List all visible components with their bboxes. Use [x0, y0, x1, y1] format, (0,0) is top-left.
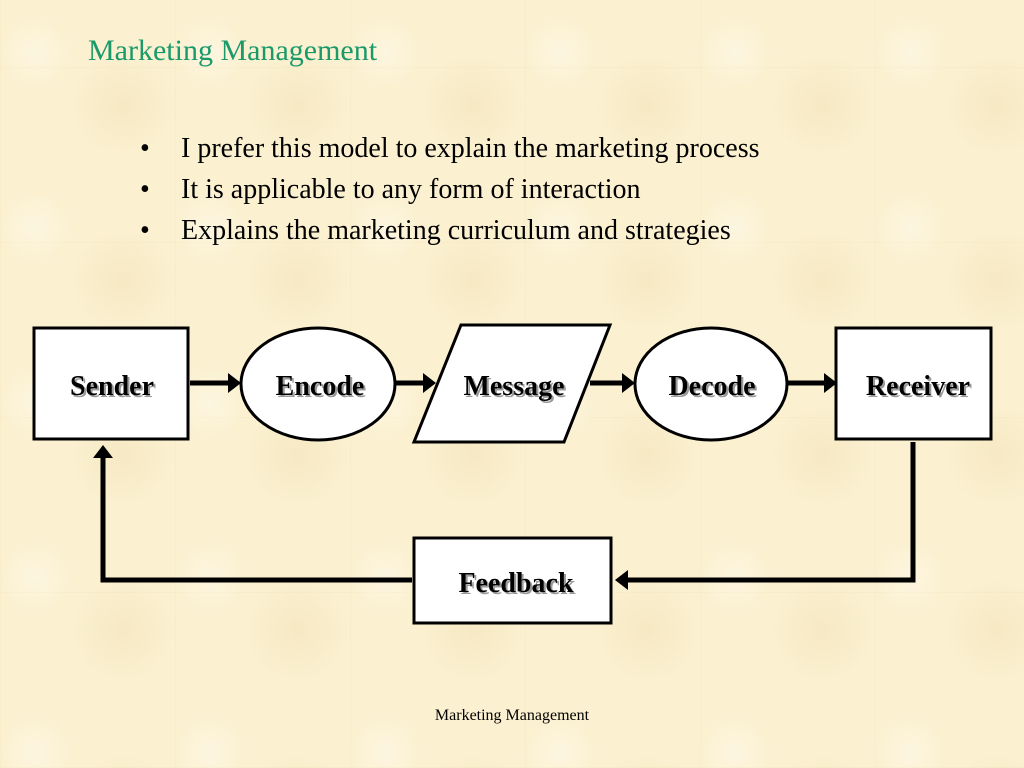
bullet-glyph: • [140, 133, 150, 164]
bullet-glyph: • [140, 174, 150, 205]
bullet-item: • I prefer this model to explain the mar… [130, 128, 759, 169]
bullet-glyph: • [140, 215, 150, 246]
arrow-message-to-decode [590, 373, 635, 393]
node-receiver-label: Receiver [866, 371, 970, 402]
arrow-decode-to-receiver [787, 373, 837, 393]
node-encode-label: Encode [276, 371, 365, 402]
arrow-sender-to-encode [190, 373, 241, 393]
node-feedback-label: Feedback [458, 568, 574, 599]
bullet-text: Explains the marketing curriculum and st… [181, 215, 731, 246]
node-sender: Sender [32, 326, 190, 441]
bullet-item: • Explains the marketing curriculum and … [130, 210, 759, 251]
node-decode: Decode [633, 326, 789, 442]
bullet-item: • It is applicable to any form of intera… [130, 169, 759, 210]
slide-footer: Marketing Management [434, 707, 590, 724]
node-sender-label: Sender [70, 371, 154, 402]
node-message-label: Message [463, 371, 564, 402]
node-decode-label: Decode [668, 371, 755, 402]
bullet-text: It is applicable to any form of interact… [181, 174, 641, 205]
bullet-text: I prefer this model to explain the marke… [181, 133, 760, 164]
node-feedback: Feedback [412, 536, 613, 625]
node-message: Message [411, 323, 613, 444]
arrow-encode-to-message [395, 373, 436, 393]
node-encode: Encode [239, 326, 397, 442]
bullet-list: • I prefer this model to explain the mar… [130, 128, 759, 251]
connector-receiver-to-feedback [615, 442, 916, 590]
slide-title: Marketing Management [88, 34, 378, 67]
node-receiver: Receiver [834, 326, 993, 441]
connector-feedback-to-sender [93, 445, 412, 583]
